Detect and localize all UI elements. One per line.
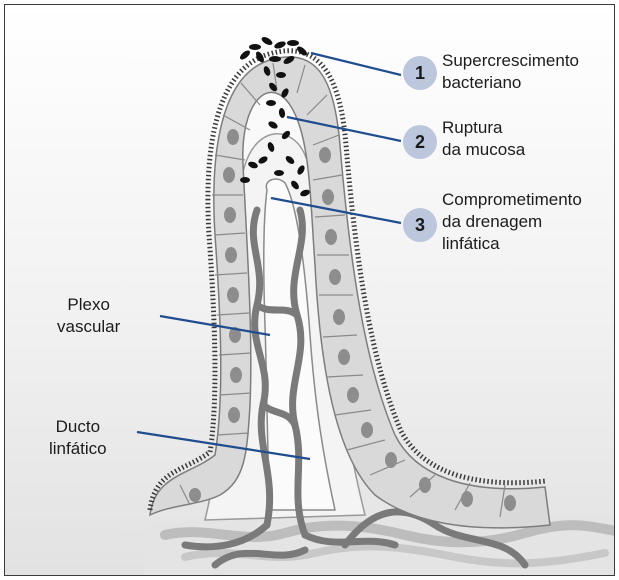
label-ducto-line1: Ducto bbox=[49, 416, 107, 438]
label-ruptura: Ruptura da mucosa bbox=[442, 117, 525, 161]
label-1-line2: bacteriano bbox=[442, 72, 579, 94]
label-supercrescimento: Supercrescimento bacteriano bbox=[442, 50, 579, 94]
label-3-line2: da drenagem bbox=[442, 211, 582, 233]
label-plexo-vascular: Plexo vascular bbox=[57, 294, 120, 338]
label-plexo-line2: vascular bbox=[57, 316, 120, 338]
label-2-line1: Ruptura bbox=[442, 117, 525, 139]
label-1-line1: Supercrescimento bbox=[442, 50, 579, 72]
step-2-number: 2 bbox=[403, 125, 437, 159]
label-ducto-line2: linfático bbox=[49, 438, 107, 460]
label-3-line1: Comprometimento bbox=[442, 189, 582, 211]
step-1-number: 1 bbox=[403, 56, 437, 90]
label-2-line2: da mucosa bbox=[442, 139, 525, 161]
label-ducto-linfatico: Ducto linfático bbox=[49, 416, 107, 460]
label-3-line3: linfática bbox=[442, 233, 582, 255]
label-comprometimento: Comprometimento da drenagem linfática bbox=[442, 189, 582, 255]
label-plexo-line1: Plexo bbox=[57, 294, 120, 316]
step-3-number: 3 bbox=[403, 208, 437, 242]
diagram-frame: 1 2 3 Supercrescimento bacteriano Ruptur… bbox=[4, 4, 615, 576]
